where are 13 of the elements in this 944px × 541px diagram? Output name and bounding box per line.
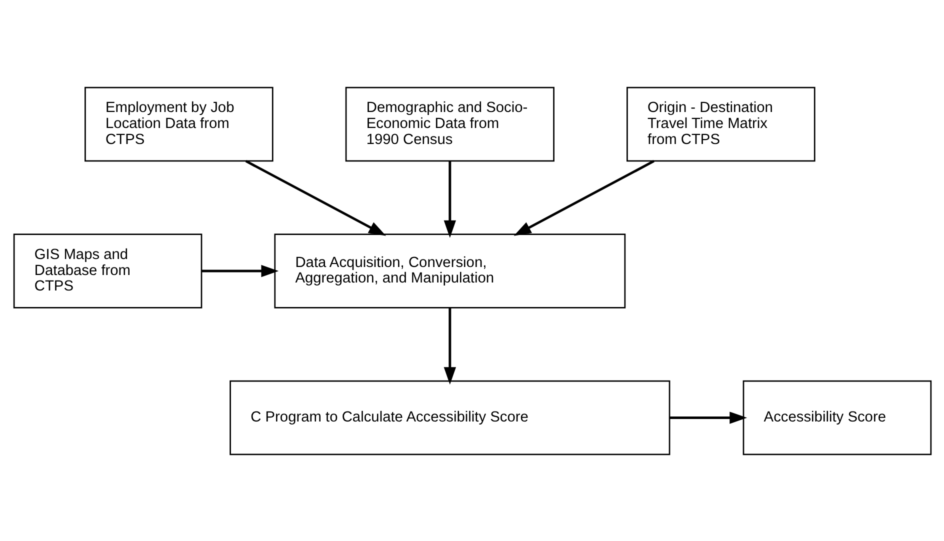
node-box: C Program to Calculate Accessibility Score xyxy=(229,380,670,455)
node-box: Data Acquisition, Conversion, Aggregation, and Manipulation xyxy=(274,233,626,308)
arrow xyxy=(201,264,278,277)
arrow xyxy=(669,411,747,424)
node-box: Demographic and Socio-Economic Data from 1990 Census xyxy=(344,86,554,162)
node-box: Employment by Job Location Data from CTPS xyxy=(84,86,273,162)
node-box: GIS Maps and Database from CTPS xyxy=(12,233,202,308)
node-box: Accessibility Score xyxy=(742,380,932,455)
arrow xyxy=(513,159,654,236)
arrow xyxy=(443,307,456,384)
arrow xyxy=(244,159,386,236)
node-box: Origin - Destination Travel Time Matrix from CTPS xyxy=(626,86,815,162)
arrow xyxy=(443,160,456,238)
